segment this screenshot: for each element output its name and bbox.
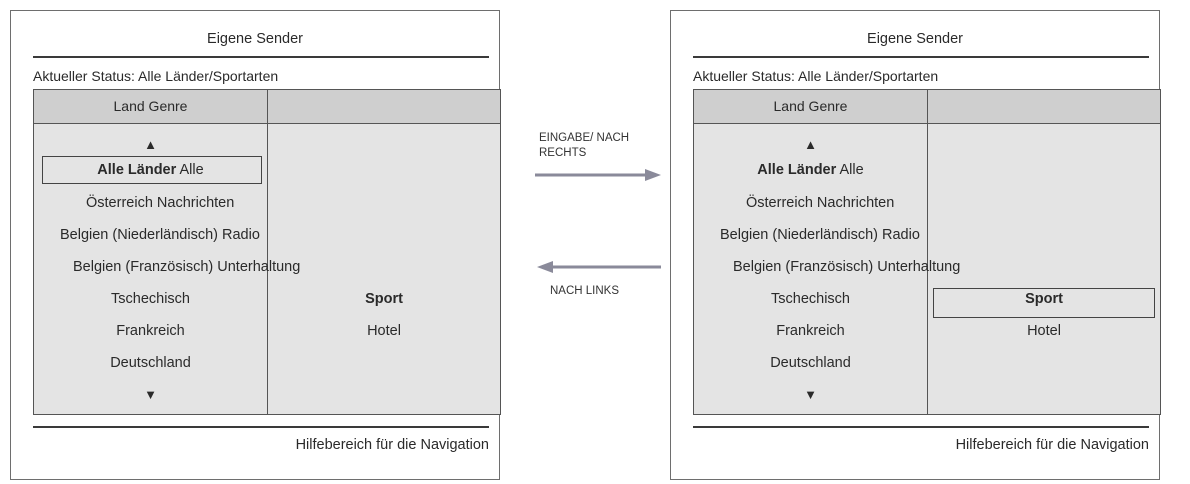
list-item[interactable]: Deutschland — [110, 355, 191, 371]
column-header: Land Genre — [773, 98, 848, 114]
help-divider — [33, 426, 489, 428]
scroll-down-icon[interactable]: ▼ — [144, 387, 157, 402]
list-item[interactable]: Frankreich — [776, 323, 845, 339]
list-item[interactable]: Belgien (Französisch) Unterhaltung — [733, 259, 961, 275]
list-item[interactable]: Belgien (Niederländisch) Radio — [720, 227, 920, 243]
status-text: Aktueller Status: Alle Länder/Sportarten — [693, 68, 939, 84]
genre-item[interactable]: Hotel — [367, 323, 401, 339]
title-divider — [693, 56, 1149, 58]
screen-title: Eigene Sender — [207, 31, 303, 47]
list-item[interactable]: Deutschland — [770, 355, 851, 371]
arrow-right-icon — [535, 169, 661, 181]
list-item[interactable]: Alle Länder Alle — [757, 162, 864, 178]
list-item[interactable]: Belgien (Niederländisch) Radio — [60, 227, 260, 243]
scroll-up-icon[interactable]: ▲ — [804, 137, 817, 152]
genre-item[interactable]: Sport — [365, 291, 403, 307]
list-panel: Land Genre ▲ Alle Länder Alle Österreich… — [33, 89, 501, 415]
list-item[interactable]: Frankreich — [116, 323, 185, 339]
status-text: Aktueller Status: Alle Länder/Sportarten — [33, 68, 279, 84]
column-header: Land Genre — [113, 98, 188, 114]
selection-highlight — [933, 288, 1155, 318]
back-label: NACH LINKS — [550, 285, 620, 297]
screen-title: Eigene Sender — [867, 31, 963, 47]
screen-after: Eigene Sender Aktueller Status: Alle Län… — [670, 10, 1161, 480]
list-panel: Land Genre ▲ Alle Länder Alle Österreich… — [693, 89, 1161, 415]
help-text: Hilfebereich für die Navigation — [295, 437, 489, 453]
screen-before: Eigene Sender Aktueller Status: Alle Län… — [10, 10, 501, 480]
forward-label: EINGABE/ NACH RECHTS — [539, 132, 630, 159]
list-item[interactable]: Belgien (Französisch) Unterhaltung — [73, 259, 301, 275]
list-item[interactable]: Österreich Nachrichten — [86, 195, 235, 211]
list-item[interactable]: Österreich Nachrichten — [746, 195, 895, 211]
help-divider — [693, 426, 1149, 428]
list-item[interactable]: Tschechisch — [771, 291, 850, 307]
column-divider — [267, 90, 268, 414]
help-text: Hilfebereich für die Navigation — [955, 437, 1149, 453]
column-divider — [927, 90, 928, 414]
arrow-left-icon — [537, 261, 661, 273]
scroll-down-icon[interactable]: ▼ — [804, 387, 817, 402]
scroll-up-icon[interactable]: ▲ — [144, 137, 157, 152]
genre-item[interactable]: Hotel — [1027, 323, 1061, 339]
list-item[interactable]: Tschechisch — [111, 291, 190, 307]
title-divider — [33, 56, 489, 58]
list-item[interactable]: Alle Länder Alle — [97, 162, 204, 178]
selection-highlight — [42, 156, 262, 184]
genre-item[interactable]: Sport — [1025, 291, 1063, 307]
